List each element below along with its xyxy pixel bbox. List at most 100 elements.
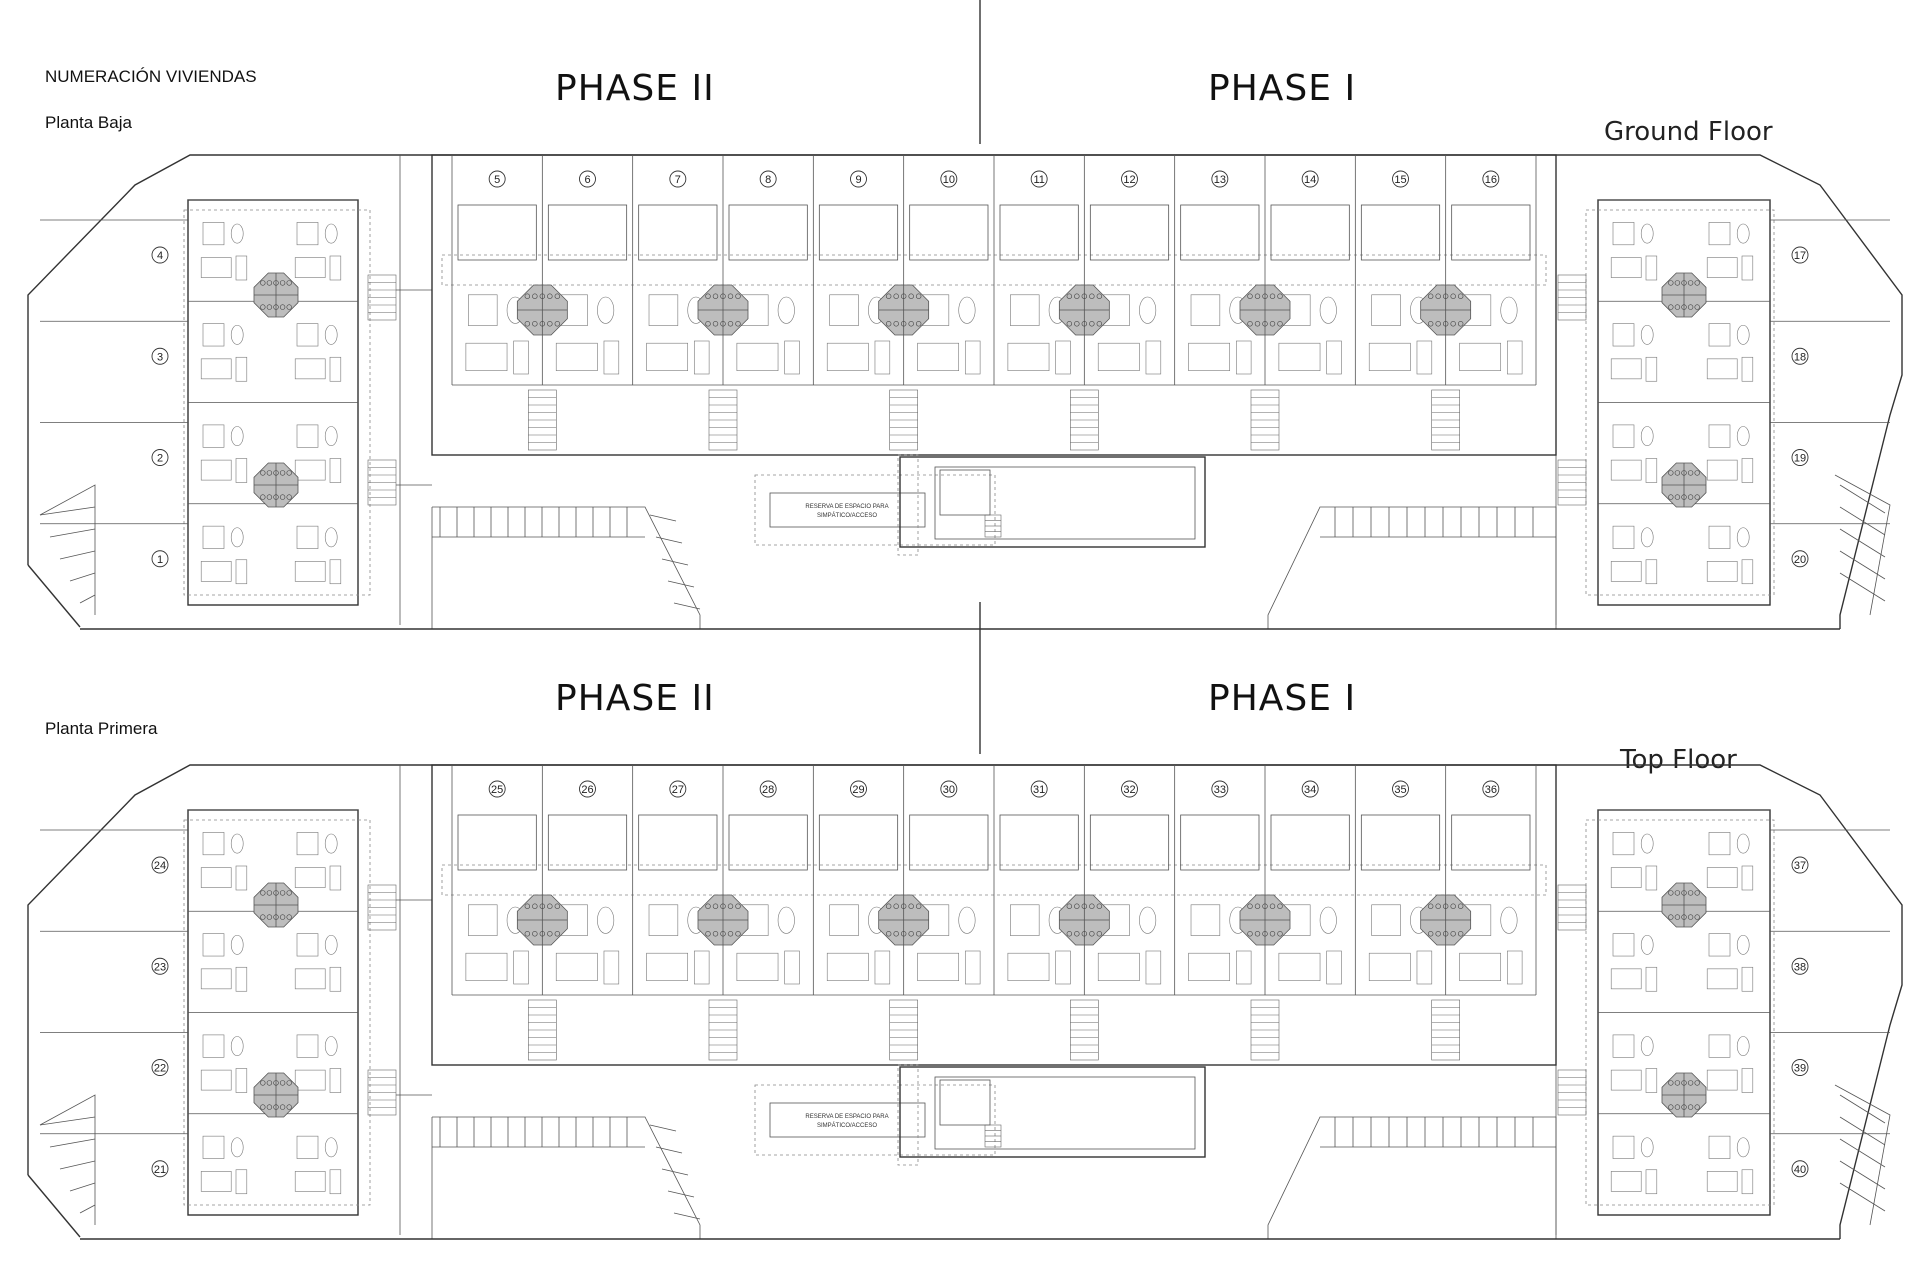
- stair-core: [1420, 284, 1472, 336]
- wardrobe: [235, 458, 248, 483]
- wardrobe: [1645, 356, 1658, 382]
- unit-number: 6: [579, 170, 596, 188]
- unit-number: 5: [488, 170, 506, 188]
- bed: [294, 1069, 326, 1091]
- furniture: [1610, 933, 1658, 992]
- seat: [1694, 304, 1700, 310]
- bed: [1610, 1171, 1642, 1192]
- unit-number-label: 4: [157, 250, 163, 262]
- seat: [712, 293, 719, 299]
- unit-number-circle: [151, 449, 169, 466]
- seat: [286, 890, 292, 896]
- furniture: [294, 933, 342, 992]
- unit-number-circle: [1121, 170, 1138, 188]
- furniture: [294, 525, 342, 585]
- unit-room: [818, 204, 899, 261]
- wardrobe: [1236, 340, 1252, 375]
- right-ramp-line: [1839, 572, 1886, 602]
- wardrobe: [603, 950, 620, 985]
- bed: [826, 342, 869, 372]
- seat: [266, 304, 273, 310]
- seat: [1081, 903, 1088, 909]
- unit-number-circle: [1030, 170, 1048, 188]
- seat: [1442, 293, 1449, 299]
- unit-number-circle: [1791, 246, 1809, 264]
- seat: [915, 931, 922, 937]
- unit-number-label: 9: [855, 174, 861, 186]
- parking-left-edge: [432, 506, 701, 629]
- right-ramp-line: [1839, 1138, 1886, 1168]
- table: [829, 294, 859, 326]
- chair: [324, 426, 338, 447]
- unit-number-circle: [1030, 780, 1048, 798]
- wardrobe: [1645, 255, 1658, 281]
- seat: [1674, 1080, 1681, 1086]
- seat: [1262, 321, 1268, 327]
- seat: [1074, 293, 1080, 299]
- seat: [1687, 1104, 1694, 1110]
- unit-number: 20: [1791, 550, 1809, 568]
- seat: [1247, 293, 1253, 299]
- unit-number: 3: [151, 347, 169, 365]
- bed: [555, 952, 598, 982]
- wardrobe: [693, 340, 710, 375]
- phase-right-label: PHASE I: [1208, 678, 1356, 719]
- seat: [524, 321, 531, 327]
- stairs: [984, 1124, 1002, 1148]
- seat: [720, 293, 726, 299]
- unit-room: [547, 814, 628, 871]
- seat: [286, 1104, 292, 1110]
- table: [1612, 222, 1635, 246]
- seat: [286, 1080, 292, 1086]
- bed: [555, 342, 598, 372]
- bed: [646, 952, 689, 982]
- bed: [1007, 342, 1050, 372]
- pool-shallow: [939, 1079, 991, 1126]
- table: [1612, 525, 1635, 549]
- seat: [885, 931, 892, 937]
- left-ramp-line: [79, 1204, 96, 1214]
- stair-core: [878, 284, 930, 336]
- unit-number: 8: [759, 170, 777, 188]
- wardrobe: [1645, 458, 1658, 483]
- chair: [324, 324, 338, 345]
- furniture: [200, 424, 248, 483]
- seat: [1694, 280, 1700, 286]
- table: [1708, 1135, 1731, 1159]
- bed: [736, 342, 779, 372]
- bed: [294, 867, 326, 888]
- bed: [200, 1069, 232, 1091]
- seat: [1450, 293, 1456, 299]
- unit-room: [1451, 814, 1531, 871]
- unit-number-circle: [151, 856, 169, 874]
- unit-number-circle: [1211, 780, 1229, 798]
- unit-number-label: 33: [1214, 784, 1226, 796]
- unit-room: [1451, 204, 1531, 261]
- wardrobe: [1645, 865, 1658, 891]
- seat: [273, 914, 279, 920]
- bed: [1610, 358, 1642, 380]
- seat: [1674, 1104, 1681, 1110]
- seat: [1668, 280, 1674, 286]
- seat: [1427, 903, 1434, 909]
- table: [1708, 424, 1731, 448]
- stairs: [889, 999, 918, 1061]
- chair: [958, 296, 976, 324]
- seat: [524, 903, 531, 909]
- stairs: [367, 274, 397, 321]
- seat: [1681, 494, 1687, 500]
- seat: [532, 903, 538, 909]
- seat: [885, 293, 892, 299]
- parking-right-edge: [1267, 1116, 1556, 1239]
- seat: [1277, 321, 1283, 327]
- table: [296, 222, 319, 246]
- chair: [230, 527, 244, 548]
- seat: [1681, 914, 1687, 920]
- chair: [1319, 906, 1337, 934]
- unit-number-label: 22: [154, 1063, 166, 1075]
- wardrobe: [964, 950, 981, 985]
- seat: [266, 470, 273, 476]
- stairs: [1070, 389, 1099, 451]
- seat: [524, 293, 531, 299]
- unit-number-circle: [488, 170, 506, 188]
